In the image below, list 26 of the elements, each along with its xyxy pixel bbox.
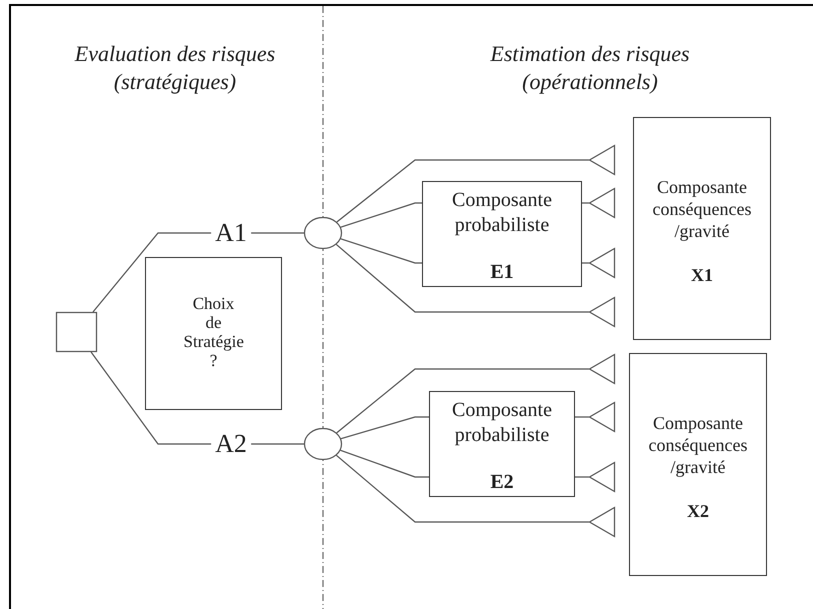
box-text: Composante conséquences /gravité [648, 412, 748, 478]
box-id: E2 [490, 470, 514, 495]
box-text: Composante probabiliste [451, 188, 553, 238]
text-box [633, 117, 771, 340]
branch-line [340, 202, 422, 228]
branch-line [340, 450, 429, 478]
text-box [429, 391, 575, 497]
branch-line [336, 368, 589, 434]
text-box [422, 181, 582, 287]
box-id: E1 [490, 260, 514, 285]
branch-line [336, 159, 589, 222]
text-box [629, 353, 767, 576]
box-text: Composante probabiliste [451, 398, 553, 448]
section-heading: Estimation des risques (opérationnels) [489, 40, 691, 96]
box-id: X1 [691, 264, 713, 286]
box-id: X2 [687, 500, 709, 522]
box-text: Choix de Stratégie ? [184, 294, 244, 370]
branch-line [575, 476, 589, 478]
branch-line [340, 238, 422, 264]
branch-line [336, 244, 589, 313]
branch-line [575, 416, 589, 418]
box-text: Composante conséquences /gravité [652, 176, 752, 242]
section-heading: Evaluation des risques (stratégiques) [74, 40, 276, 96]
text-box [145, 257, 282, 410]
branch-line [340, 416, 429, 440]
branch-line [336, 454, 589, 523]
